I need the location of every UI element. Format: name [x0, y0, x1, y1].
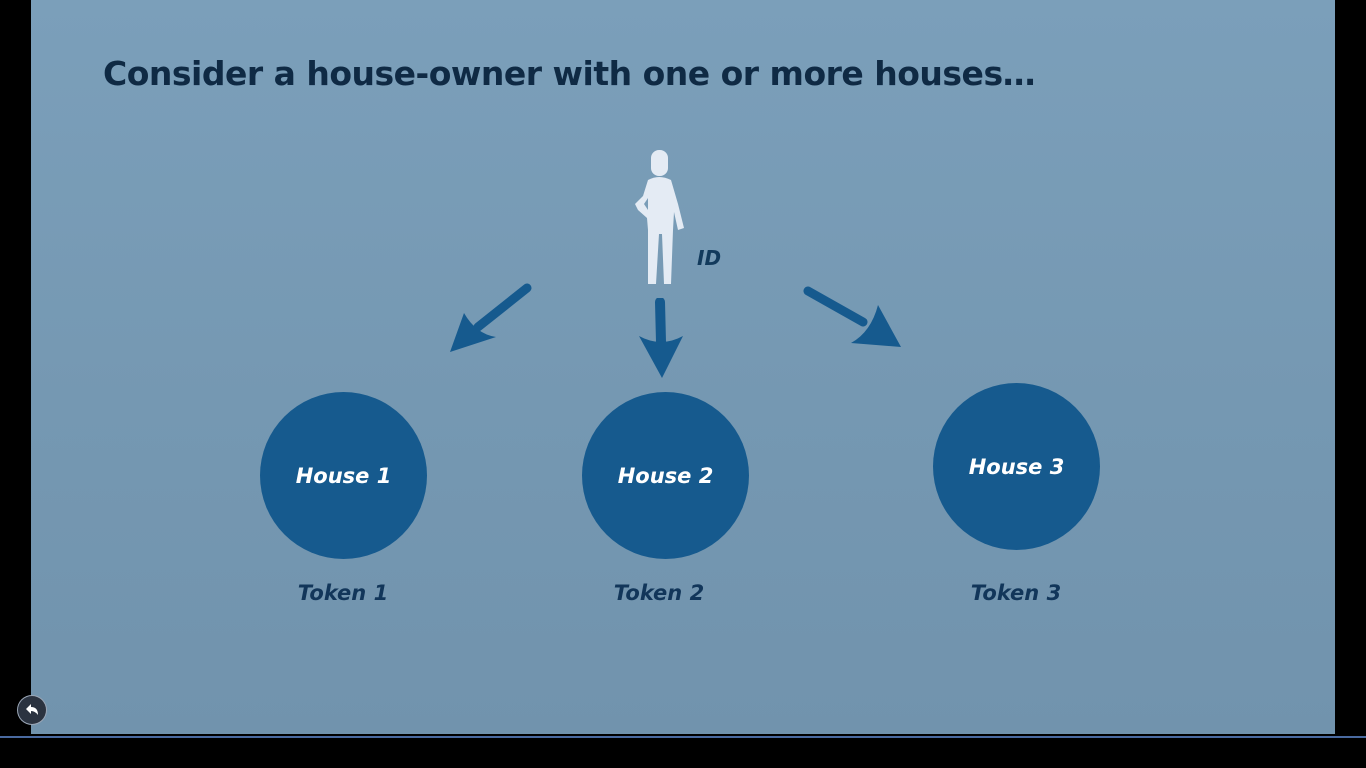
token-2-label: Token 2 — [613, 581, 705, 605]
token-1-label: Token 1 — [297, 581, 389, 605]
back-button[interactable] — [18, 696, 46, 724]
house-3-label: House 3 — [968, 454, 1065, 479]
slide-title: Consider a house-owner with one or more … — [103, 54, 1036, 93]
house-2-label: House 2 — [617, 463, 714, 488]
person-icon — [635, 150, 684, 284]
arrow-to-house-2-icon — [639, 298, 683, 378]
house-1-label: House 1 — [295, 463, 392, 488]
house-3-circle: House 3 — [933, 383, 1100, 550]
arrow-to-house-1-icon — [450, 283, 532, 352]
house-1-circle: House 1 — [260, 392, 427, 559]
back-arrow-icon — [26, 704, 38, 715]
slide: Consider a house-owner with one or more … — [31, 0, 1335, 734]
token-3-label: Token 3 — [970, 581, 1062, 605]
viewer-bottom-divider — [0, 736, 1366, 738]
owner-id-label: ID — [697, 246, 722, 270]
house-2-circle: House 2 — [582, 392, 749, 559]
arrow-to-house-3-icon — [803, 286, 901, 347]
